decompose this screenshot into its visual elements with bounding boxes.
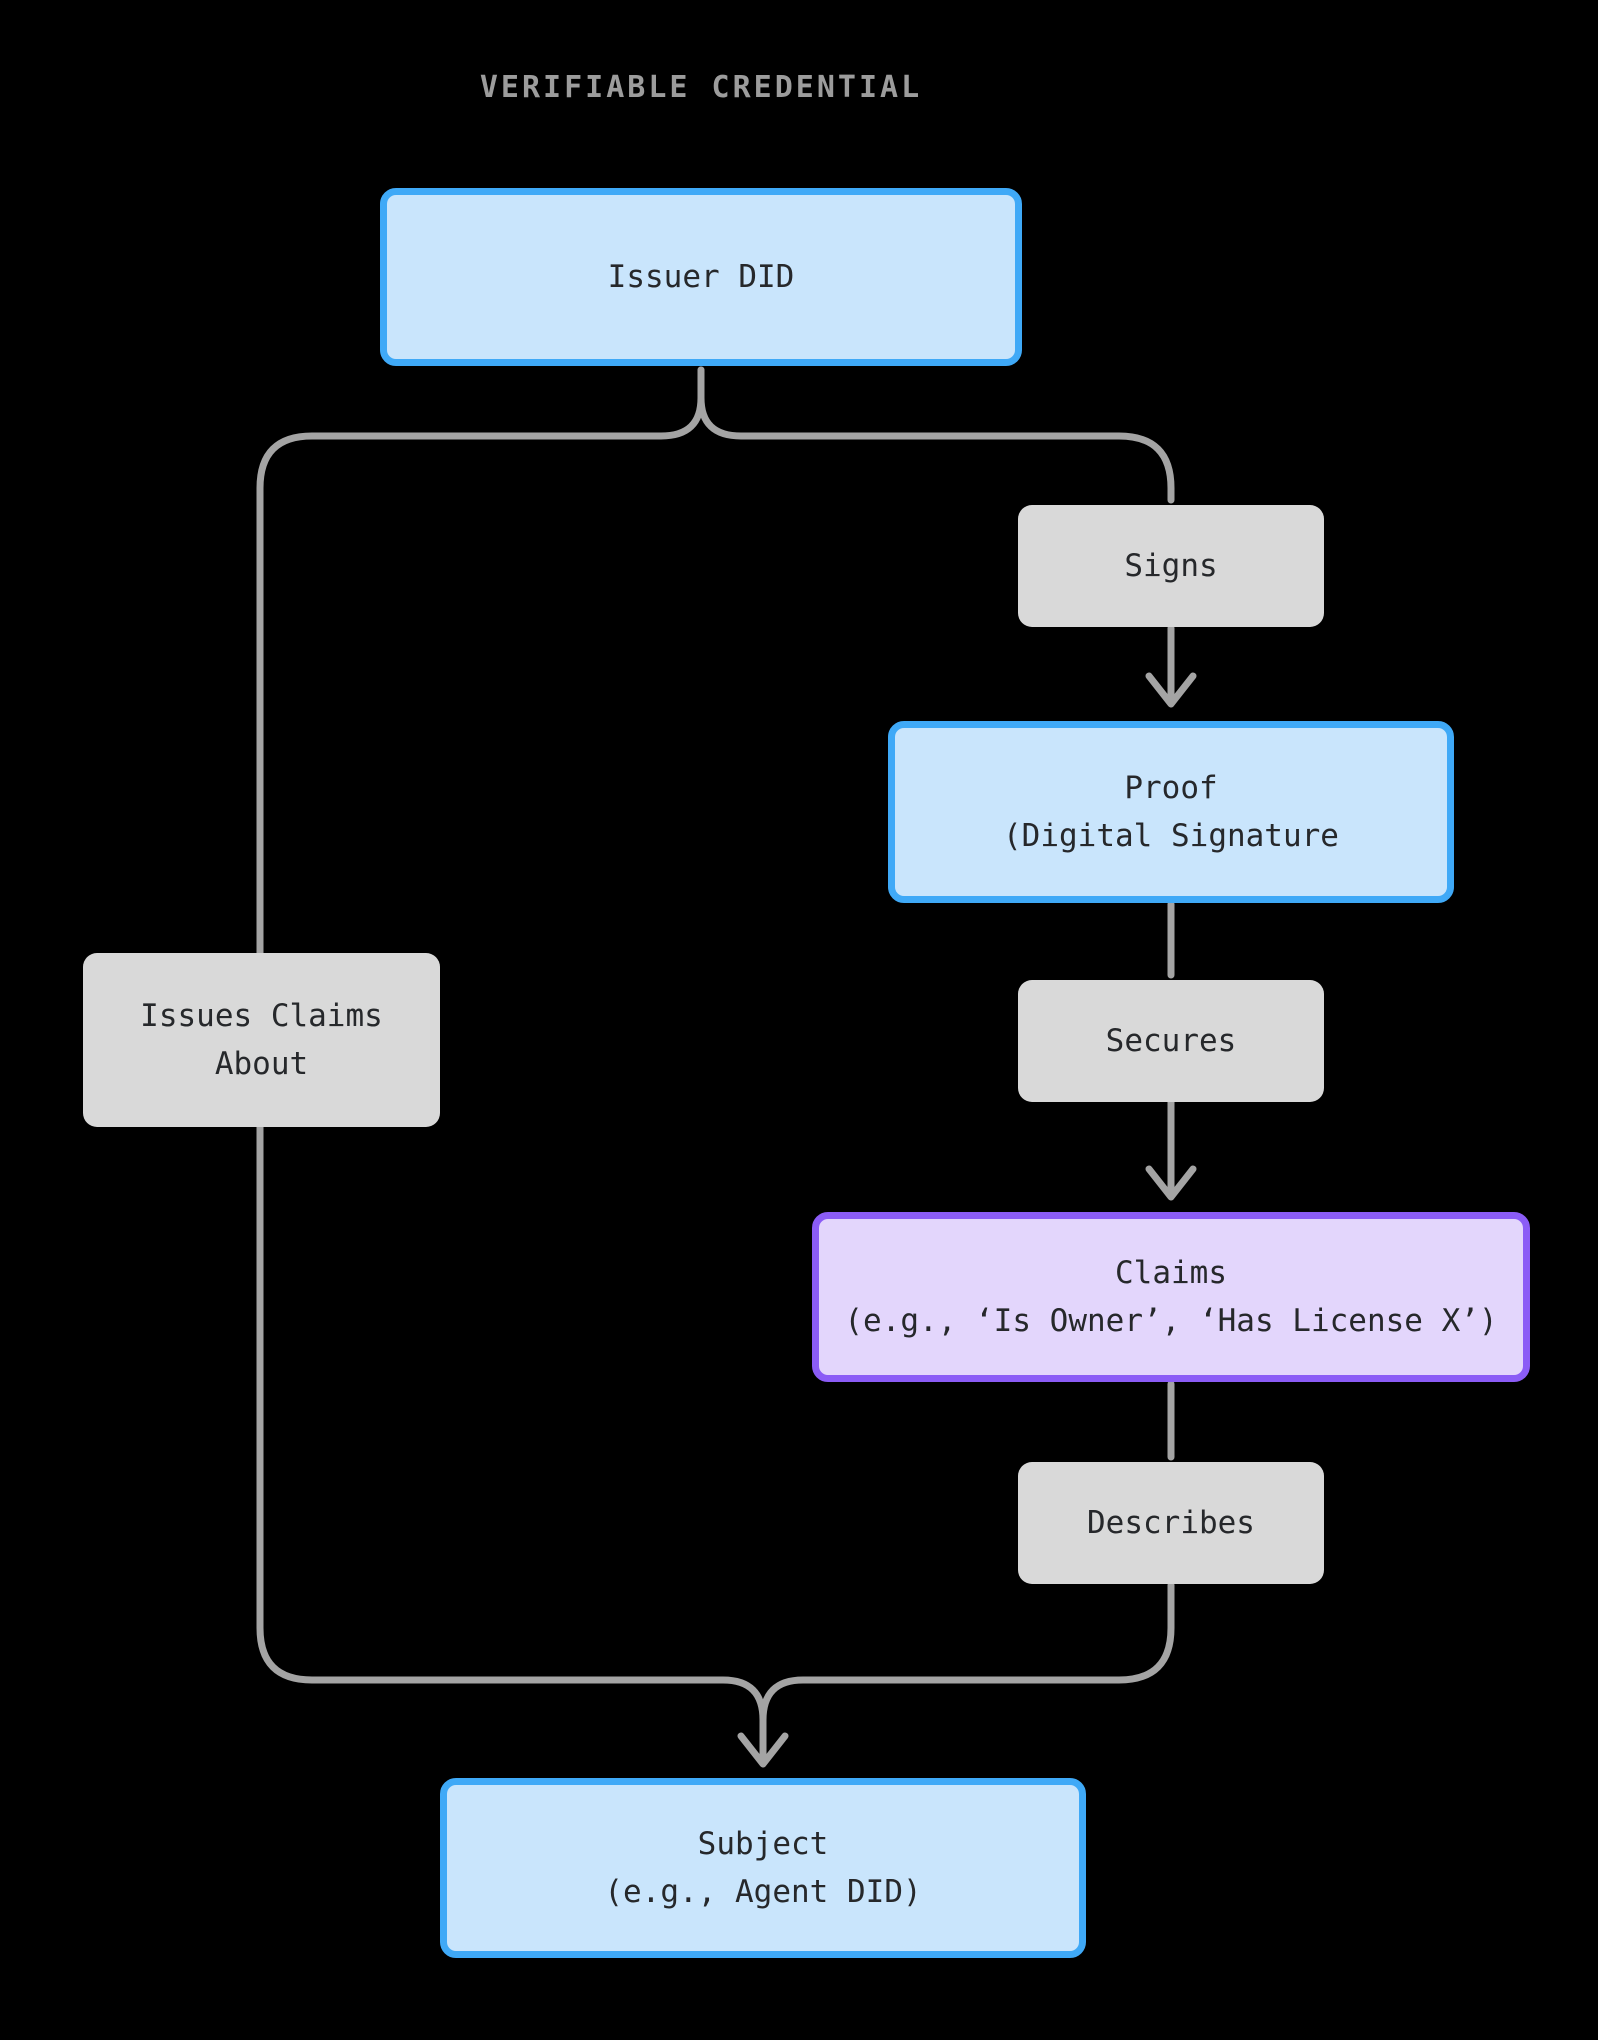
node-claims-label-line2: (e.g., ‘Is Owner’, ‘Has License X’) [844, 1303, 1498, 1339]
node-signs-label: Signs [1124, 547, 1218, 584]
node-secures: Secures [1018, 980, 1324, 1102]
node-subject-label-line1: Subject [697, 1825, 829, 1862]
node-issuer-did-label: Issuer DID [607, 258, 795, 295]
node-proof-label-line1: Proof [1124, 769, 1218, 806]
arrowhead-merge-subject-icon [737, 1732, 789, 1768]
node-issues-claims-about: Issues Claims About [83, 953, 440, 1127]
node-subject: Subject (e.g., Agent DID) [440, 1778, 1086, 1958]
node-describes-label: Describes [1087, 1504, 1255, 1541]
diagram-title: VERIFIABLE CREDENTIAL [479, 70, 923, 105]
node-issues-claims-label-line1: Issues Claims [140, 997, 383, 1034]
node-proof: Proof (Digital Signature [888, 721, 1454, 903]
node-claims: Claims (e.g., ‘Is Owner’, ‘Has License X… [812, 1212, 1530, 1382]
edge-issuer-to-signs [697, 366, 1175, 504]
node-subject-label-line2: (e.g., Agent DID) [604, 1874, 922, 1910]
node-issues-claims-label-line2: About [214, 1046, 309, 1082]
arrowhead-secures-claims-icon [1145, 1165, 1197, 1201]
node-issuer-did: Issuer DID [380, 188, 1022, 366]
node-secures-label: Secures [1105, 1022, 1237, 1059]
arrowhead-signs-proof-icon [1145, 672, 1197, 708]
edge-describes-to-merge [759, 1581, 1175, 1762]
node-signs: Signs [1018, 505, 1324, 627]
node-claims-label-line1: Claims [1115, 1254, 1227, 1291]
node-proof-label-line2: (Digital Signature [1003, 818, 1339, 854]
node-describes: Describes [1018, 1462, 1324, 1584]
